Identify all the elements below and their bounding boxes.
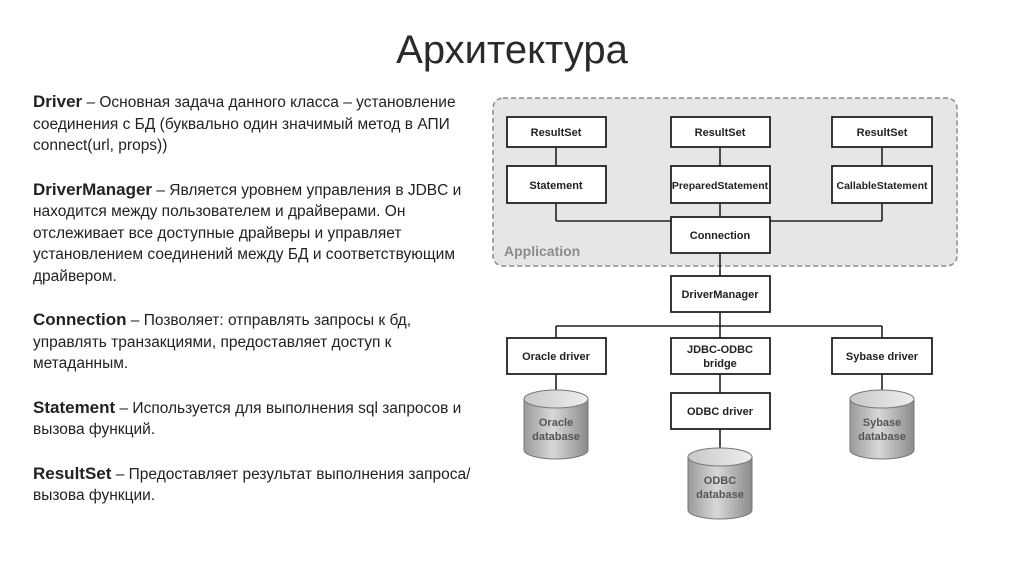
application-label: Application bbox=[504, 243, 580, 259]
connection-label: Connection bbox=[690, 230, 751, 242]
oracle-database-cylinder: Oracle database bbox=[523, 389, 589, 460]
resultset-box: ResultSet bbox=[831, 116, 933, 148]
odbc-driver-box: ODBC driver bbox=[670, 392, 771, 430]
resultset-label: ResultSet bbox=[531, 127, 582, 139]
description-connection: Connection – Позволяет: отправлять запро… bbox=[33, 309, 483, 375]
separator: – bbox=[111, 465, 129, 483]
sybase-database-label: Sybase bbox=[863, 417, 902, 429]
separator: – bbox=[115, 399, 133, 417]
sybase-database-label: database bbox=[858, 431, 906, 443]
odbc-driver-label: ODBC driver bbox=[687, 406, 754, 418]
odbc-database-label: database bbox=[696, 489, 744, 501]
sybase-driver-box: Sybase driver bbox=[831, 337, 933, 375]
jdbc-architecture-diagram: Application ResultSet ResultSet ResultSe… bbox=[492, 97, 958, 520]
term-resultset: ResultSet bbox=[33, 463, 112, 483]
prepared-statement-label: PreparedStatement bbox=[672, 180, 769, 192]
resultset-label: ResultSet bbox=[857, 127, 908, 139]
oracle-driver-label: Oracle driver bbox=[522, 351, 591, 363]
description-text: Предоставляет результат выполнения запро… bbox=[33, 465, 471, 505]
callable-statement-label: CallableStatement bbox=[836, 180, 928, 192]
resultset-label: ResultSet bbox=[695, 127, 746, 139]
term-driver: Driver bbox=[33, 92, 83, 111]
jdbc-odbc-bridge-label: bridge bbox=[703, 358, 737, 370]
driver-manager-label: DriverManager bbox=[681, 289, 759, 301]
prepared-statement-box: PreparedStatement bbox=[670, 165, 771, 204]
driver-manager-box: DriverManager bbox=[670, 275, 771, 313]
oracle-driver-box: Oracle driver bbox=[506, 337, 607, 375]
separator: – bbox=[152, 181, 170, 199]
resultset-box: ResultSet bbox=[506, 116, 607, 148]
separator: – bbox=[82, 94, 100, 111]
jdbc-odbc-bridge-label: JDBC-ODBC bbox=[687, 344, 753, 356]
jdbc-odbc-bridge-box: JDBC-ODBC bridge bbox=[670, 337, 771, 375]
callable-statement-box: CallableStatement bbox=[831, 165, 933, 204]
term-statement: Statement bbox=[33, 397, 116, 417]
separator: – bbox=[126, 312, 144, 329]
description-text: Позволяет: отправлять запросы к бд, упра… bbox=[33, 312, 412, 372]
odbc-database-cylinder: ODBC database bbox=[687, 447, 753, 520]
descriptions: Driver – Основная задача данного класса … bbox=[33, 91, 483, 529]
odbc-database-label: ODBC bbox=[704, 475, 736, 487]
description-driver-manager: DriverManager – Является уровнем управле… bbox=[33, 179, 483, 288]
page-title: Архитектура bbox=[396, 28, 628, 72]
description-resultset: ResultSet – Предоставляет результат выпо… bbox=[33, 463, 483, 507]
sybase-driver-label: Sybase driver bbox=[846, 351, 919, 363]
description-statement: Statement – Используется для выполнения … bbox=[33, 397, 483, 441]
description-driver: Driver – Основная задача данного класса … bbox=[33, 91, 483, 157]
statement-box: Statement bbox=[506, 165, 607, 204]
oracle-database-label: database bbox=[532, 431, 580, 443]
resultset-box: ResultSet bbox=[670, 116, 771, 148]
description-text: Используется для выполнения sql запросов… bbox=[33, 399, 462, 439]
term-driver-manager: DriverManager bbox=[33, 179, 153, 199]
connection-box: Connection bbox=[670, 216, 771, 254]
description-text: Основная задача данного класса – установ… bbox=[33, 94, 456, 154]
description-text: Является уровнем управления в JDBC и нах… bbox=[33, 181, 462, 285]
term-connection: Connection bbox=[33, 310, 127, 329]
sybase-database-cylinder: Sybase database bbox=[849, 389, 915, 460]
statement-label: Statement bbox=[529, 180, 583, 192]
oracle-database-label: Oracle bbox=[539, 417, 573, 429]
